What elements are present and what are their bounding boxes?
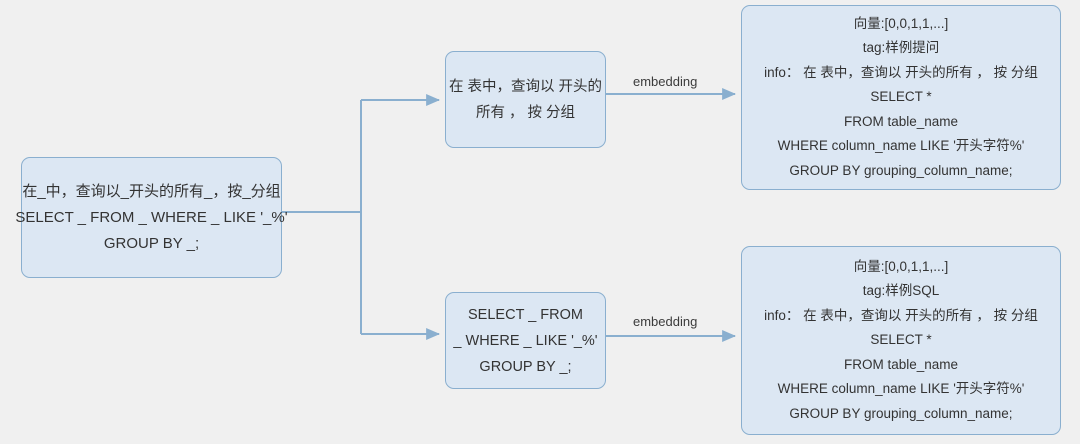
doc-sql-info: info： 在 表中，查询以 开头的所有 ， 按 分组 (764, 307, 1038, 323)
node-sample-question[interactable]: 在 表中，查询以 开头的 所有 ， 按 分组 (445, 51, 606, 148)
edge-label-embedding-bottom: embedding (630, 314, 701, 329)
node-doc-sample-sql[interactable]: 向量:[0,0,1,1,...] tag:样例SQL info： 在 表中，查询… (741, 246, 1061, 435)
doc-sql-sql-line-2: FROM table_name (843, 356, 959, 372)
doc-question-vector: 向量:[0,0,1,1,...] (853, 15, 949, 31)
doc-sql-sql-line-4: GROUP BY grouping_column_name; (789, 405, 1013, 421)
node-source-template-line-2: SELECT _ FROM _ WHERE _ LIKE '_%' (15, 208, 288, 226)
node-doc-sample-question[interactable]: 向量:[0,0,1,1,...] tag:样例提问 info： 在 表中，查询以… (741, 5, 1061, 190)
node-source-template-line-1: 在_中，查询以_开头的所有_，按_分组 (22, 182, 281, 200)
edge-label-embedding-top: embedding (630, 74, 701, 89)
doc-sql-sql-line-1: SELECT * (870, 332, 932, 348)
doc-question-sql-line-1: SELECT * (870, 89, 932, 105)
doc-question-info: info： 在 表中，查询以 开头的所有 ， 按 分组 (764, 64, 1038, 80)
doc-question-sql-line-2: FROM table_name (843, 113, 959, 129)
node-sample-sql-line-2: _ WHERE _ LIKE '_%' (453, 332, 598, 349)
node-sample-sql-line-1: SELECT _ FROM (468, 306, 583, 323)
node-sample-question-line-2: 所有 ， 按 分组 (475, 104, 576, 121)
doc-sql-vector: 向量:[0,0,1,1,...] (853, 258, 949, 274)
node-sample-sql[interactable]: SELECT _ FROM _ WHERE _ LIKE '_%' GROUP … (445, 292, 606, 389)
node-source-template[interactable]: 在_中，查询以_开头的所有_，按_分组 SELECT _ FROM _ WHER… (15, 157, 288, 278)
node-sample-sql-line-3: GROUP BY _; (479, 358, 572, 375)
doc-question-sql-line-4: GROUP BY grouping_column_name; (789, 162, 1013, 178)
node-source-template-line-3: GROUP BY _; (103, 234, 200, 252)
doc-sql-sql-line-3: WHERE column_name LIKE '开头字符%' (777, 381, 1025, 397)
doc-question-sql-line-3: WHERE column_name LIKE '开头字符%' (777, 138, 1025, 154)
doc-sql-tag: tag:样例SQL (862, 283, 940, 299)
node-sample-question-line-1: 在 表中，查询以 开头的 (448, 78, 603, 95)
doc-question-tag: tag:样例提问 (862, 40, 940, 56)
